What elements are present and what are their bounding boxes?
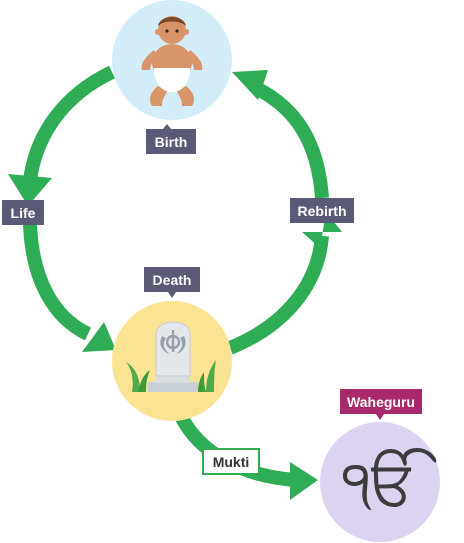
label-life-text: Life [11,205,36,221]
arrow-birth-to-life [23,65,116,182]
label-waheguru-text: Waheguru [347,394,415,410]
label-rebirth-text: Rebirth [298,203,347,219]
label-rebirth: Rebirth [290,198,354,223]
label-mukti: Mukti [202,448,260,475]
arrow-life-to-death [23,223,92,341]
label-waheguru: Waheguru [340,389,422,420]
baby-icon [141,16,203,106]
arrow-death-to-rebirth [227,235,329,355]
arrowhead-waheguru [290,462,318,500]
label-birth: Birth [146,124,196,154]
label-life: Life [2,200,44,225]
birth-node [112,0,232,120]
death-node [112,301,232,421]
khanda-icon [160,330,186,354]
label-death-text: Death [153,272,192,288]
arrowhead-birth [232,70,268,100]
label-death: Death [144,267,200,298]
waheguru-node: ੴ [320,422,440,542]
waheguru-circle [320,422,440,542]
arrowhead-life [8,174,52,206]
arrow-rebirth-to-birth [252,81,329,199]
arrowhead-death [82,322,116,352]
label-birth-text: Birth [155,134,188,150]
label-mukti-text: Mukti [213,454,250,470]
gravestone-khanda-icon [126,321,216,392]
